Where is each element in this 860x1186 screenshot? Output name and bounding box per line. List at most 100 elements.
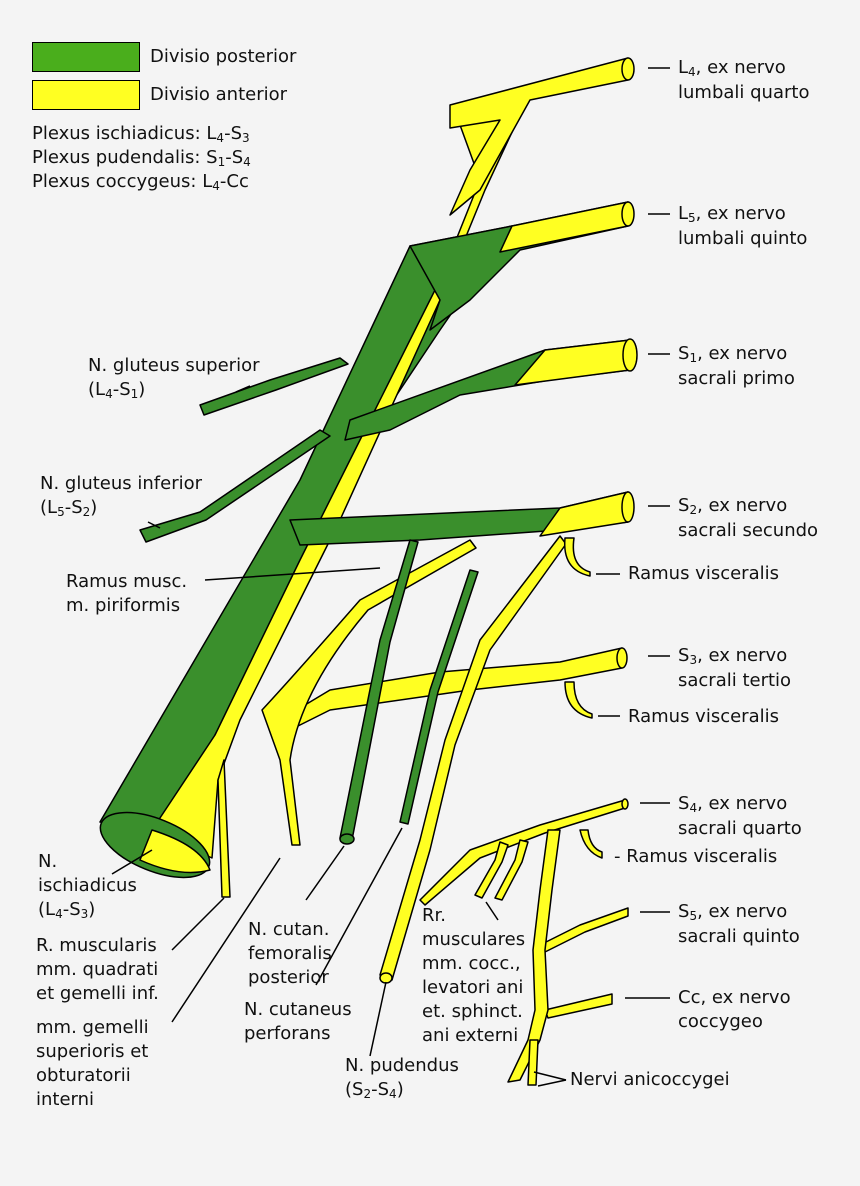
label-rr-musculares-line: Rr.: [422, 905, 446, 926]
leader-cutan-perf: [315, 827, 403, 986]
root-s2-end: [621, 491, 635, 523]
label-gemelli-sup-line: interni: [36, 1089, 95, 1110]
label-quadrati-line: R. muscularis: [36, 935, 157, 956]
label-cutan-perforans-line: N. cutaneus: [244, 999, 352, 1020]
label-cutan-perforans-line: perforans: [244, 1023, 331, 1044]
label-root-s5: S5, ex nervo sacrali quinto: [678, 900, 800, 949]
pudendal-end: [379, 972, 393, 984]
root-cc: [544, 993, 613, 1019]
quadratus-twig: [217, 759, 231, 898]
root-l5-anterior: [499, 201, 629, 253]
label-root-l4-line: L4, ex nervo: [678, 57, 786, 79]
label-piriformis: Ramus musc.m. piriformis: [66, 570, 187, 618]
label-quadrati-line: et gemelli inf.: [36, 983, 159, 1004]
label-root-s2-line: S2, ex nervo: [678, 495, 788, 517]
leader-pudendus: [369, 981, 387, 1057]
label-root-l5-line: lumbali quinto: [678, 228, 808, 249]
label-rr-musculares-line: levatori ani: [422, 977, 524, 998]
label-ischiadicus-line: N.: [38, 851, 58, 872]
sciatic-end-anterior: [139, 829, 211, 874]
label-root-cc-line: coccygeo: [678, 1011, 763, 1032]
label-root-s1-line: sacrali primo: [678, 368, 795, 389]
leader-rr-musc: [485, 901, 499, 921]
label-root-s2: S2, ex nervo sacrali secundo: [678, 494, 818, 543]
label-root-cc-line: Cc, ex nervo: [678, 987, 791, 1008]
label-rr-musculares-line: mm. cocc.,: [422, 953, 521, 974]
label-cutan-femoral-line: femoralis: [248, 943, 332, 964]
label-cutan-femoral-line: posterior: [248, 967, 329, 988]
label-rr-musculares-line: musculares: [422, 929, 526, 950]
label-root-s3-line: S3, ex nervo: [678, 645, 788, 667]
cutan-perforans-end: [339, 833, 355, 845]
gluteus-superior-nerve: [199, 357, 349, 416]
label-root-cc: Cc, ex nervo coccygeo: [678, 986, 791, 1034]
label-gemelli-sup-line: mm. gemelli: [36, 1017, 149, 1038]
root-s4-end: [621, 798, 629, 810]
root-s3-end: [616, 647, 628, 669]
label-quadrati-line: mm. quadrati: [36, 959, 159, 980]
root-s5: [539, 907, 629, 953]
legend-anterior-label: Divisio anterior: [150, 84, 288, 105]
label-root-s2-line: sacrali secundo: [678, 520, 819, 541]
label-gemelli-sup-line: superioris et: [36, 1041, 149, 1062]
label-cutan-perforans: N. cutaneus perforans: [244, 998, 352, 1046]
anicoccygeal-branch: [527, 1039, 539, 1086]
cutan-femoral-nerve: [261, 539, 477, 846]
visceral-ramus-s3: [564, 681, 593, 719]
label-ischiadicus-line: ischiadicus: [38, 875, 137, 896]
label-root-s5-line: sacrali quinto: [678, 926, 800, 947]
plexus-ischiadicus: Plexus ischiadicus: L4-S3: [32, 123, 250, 145]
root-l5-end: [621, 201, 635, 227]
root-s1-end: [622, 338, 638, 372]
label-gemelli-sup-line: obturatorii: [36, 1065, 131, 1086]
legend-posterior-label: Divisio posterior: [150, 46, 297, 67]
leader-gluteus-inf: [147, 521, 161, 529]
label-rr-musculares-line: ani externi: [422, 1025, 519, 1046]
label-piriformis-line: m. piriformis: [66, 595, 181, 616]
legend-swatch-posterior: [32, 42, 140, 72]
label-gluteus-superior-line: (L4-S1): [88, 379, 146, 401]
label-root-s5-line: S5, ex nervo: [678, 901, 788, 923]
label-gluteus-inferior: N. gluteus inferior(L5-S2): [40, 472, 202, 521]
leader-gluteus-sup: [235, 385, 251, 393]
label-root-s4-line: sacrali quarto: [678, 818, 802, 839]
leader-cutan-fem: [305, 845, 345, 901]
label-root-s1-line: S1, ex nervo: [678, 343, 788, 365]
label-anicoccygei-line: Nervi anicoccygei: [570, 1069, 730, 1090]
muscular-twig-2: [494, 839, 529, 901]
leader-piriformis: [204, 567, 381, 581]
label-gemelli-sup: mm. gemelli superioris et obturatorii inter…: [36, 1016, 149, 1112]
leader-quadrati: [171, 897, 225, 951]
label-root-l5-line: L5, ex nervo: [678, 203, 786, 225]
label-visceral-s3: Ramus visceralis: [628, 706, 779, 727]
root-l4-end: [621, 57, 635, 81]
label-pudendus-line: N. pudendus: [345, 1055, 459, 1076]
label-visceral-s4: - Ramus visceralis: [614, 846, 778, 867]
label-root-s3: S3, ex nervo sacrali tertio: [678, 644, 791, 693]
leader-ischiadicus: [111, 849, 153, 875]
leader-anicoccygei-2: [537, 1079, 567, 1087]
gluteus-inferior-nerve: [139, 429, 331, 543]
label-root-l5: L5, ex nervo lumbali quinto: [678, 202, 807, 251]
label-root-s1: S1, ex nervo sacrali primo: [678, 342, 795, 391]
visceral-ramus-s2: [563, 537, 591, 577]
leader-gemelli: [171, 857, 281, 1023]
label-ischiadicus: N.ischiadicus(L4-S3): [38, 850, 137, 923]
coccygeal-chain: [507, 829, 561, 1083]
label-anicoccygei: Nervi anicoccygei: [570, 1068, 730, 1092]
label-root-s3-line: sacrali tertio: [678, 670, 792, 691]
label-quadrati: R. muscularis mm. quadrati et gemelli inf.: [36, 934, 159, 1006]
muscular-twig-1: [474, 841, 509, 899]
label-pudendus: N. pudendus (S2-S4): [345, 1054, 459, 1103]
leader-anicoccygei-1: [533, 1071, 567, 1081]
plexus-coccygeus: Plexus coccygeus: L4-Cc: [32, 171, 249, 193]
label-visceral-s2: Ramus visceralis: [628, 563, 779, 584]
label-gluteus-superior: N. gluteus superior(L4-S1): [88, 354, 259, 403]
label-pudendus-line: (S2-S4): [345, 1079, 404, 1101]
